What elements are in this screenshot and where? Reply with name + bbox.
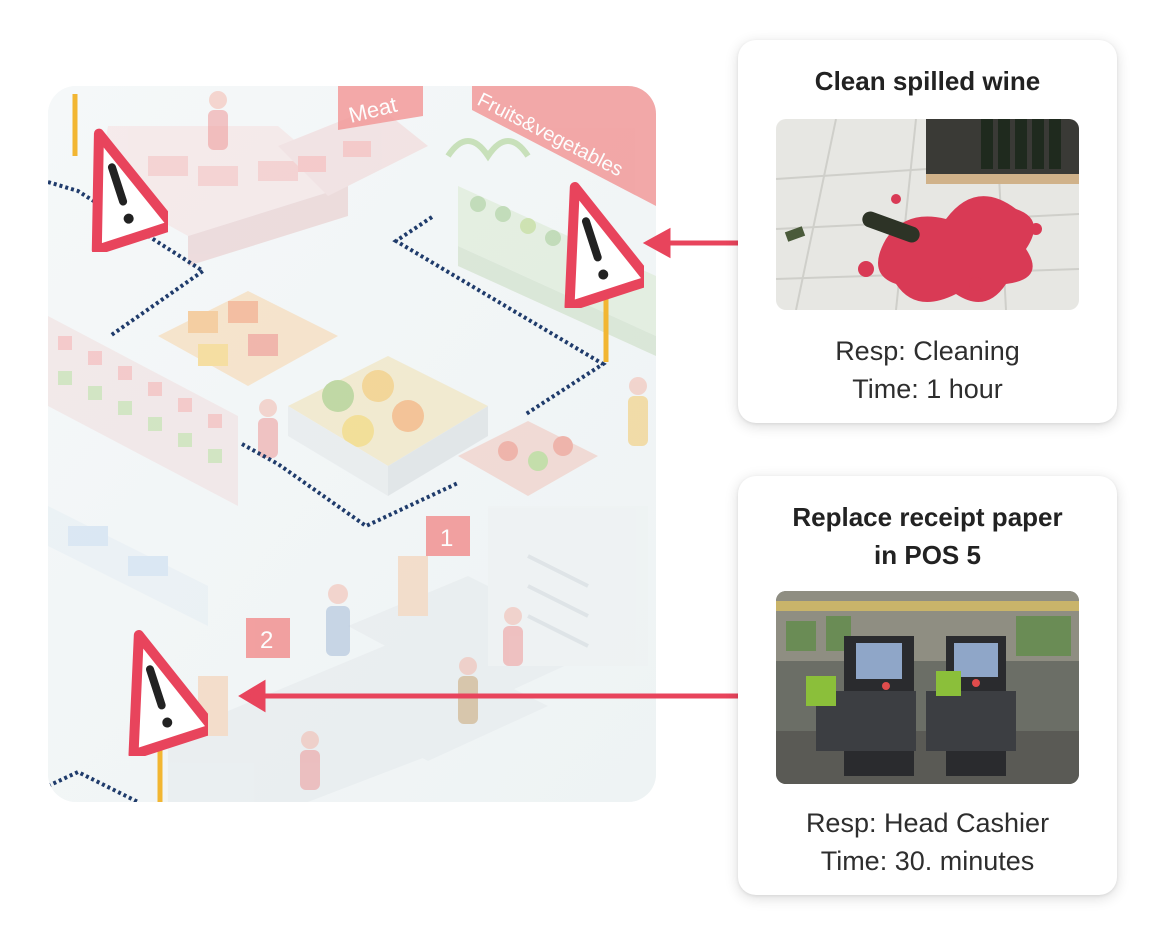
warning-triangle-icon[interactable] (72, 122, 168, 252)
aisle-2-label: 2 (260, 627, 273, 654)
spilled-wine-photo (776, 119, 1079, 310)
checkout-area (168, 506, 648, 802)
task-card-receipt[interactable]: Replace receipt paper in POS 5 Resp: Hea… (738, 476, 1117, 895)
task-title: Clean spilled wine (814, 66, 1041, 96)
meat-sign: Meat (338, 86, 423, 130)
task-resp: Resp: Head Cashier (805, 808, 1050, 838)
fruit-stands (158, 291, 598, 496)
shoppers (208, 91, 648, 790)
route-lines (48, 180, 607, 802)
task-time: Time: 1 hour (852, 374, 1003, 404)
task-time: Time: 30. minutes (820, 846, 1035, 876)
left-shelves (48, 316, 238, 626)
warning-triangle-icon[interactable] (544, 176, 644, 308)
task-card-wine[interactable]: Clean spilled wine Resp: Cleaning Time: … (738, 40, 1117, 423)
aisle-2-sign: 2 (246, 618, 290, 658)
task-title-line-1: Replace receipt paper (792, 502, 1063, 532)
aisle-1-label: 1 (440, 525, 453, 552)
task-resp: Resp: Cleaning (835, 336, 1020, 366)
self-checkout-photo (776, 591, 1079, 784)
task-title-line-2: in POS 5 (874, 540, 981, 570)
warning-triangle-icon[interactable] (108, 624, 208, 756)
aisle-1-sign: 1 (426, 516, 470, 556)
